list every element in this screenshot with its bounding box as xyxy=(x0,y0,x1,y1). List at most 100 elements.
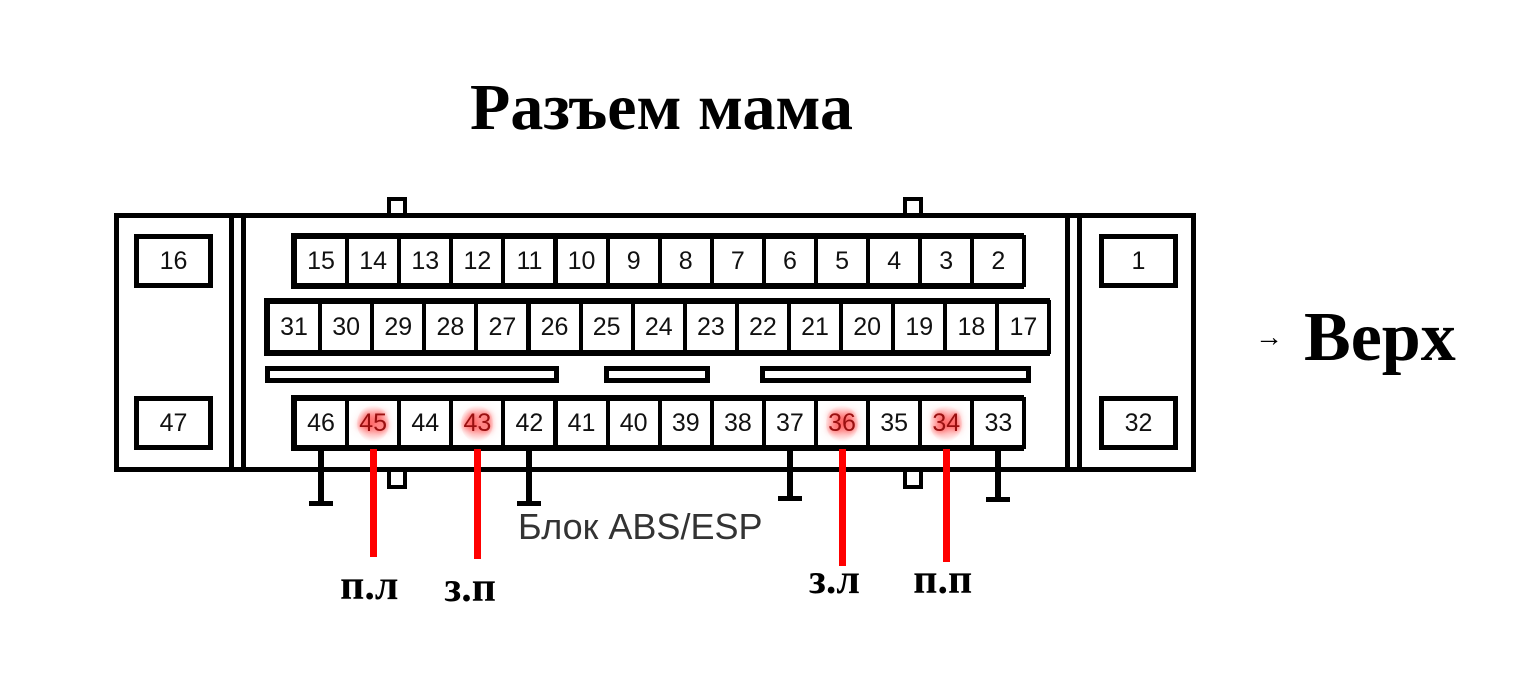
ground-wire xyxy=(995,449,1002,499)
pin-number: 35 xyxy=(880,408,909,437)
pin-number: 40 xyxy=(619,408,648,437)
signal-wire-43 xyxy=(474,449,482,559)
pin-9: 9 xyxy=(605,235,662,287)
pin-8: 8 xyxy=(657,235,714,287)
pin-number: 37 xyxy=(776,408,804,437)
pin-10: 10 xyxy=(553,235,610,287)
pin-47: 47 xyxy=(134,396,213,450)
pin-number: 10 xyxy=(567,246,596,275)
pin-number: 16 xyxy=(159,246,188,275)
pin-number: 24 xyxy=(644,312,673,341)
pin-27: 27 xyxy=(474,300,531,354)
ground-icon xyxy=(517,501,542,506)
pin-number: 43 xyxy=(461,404,494,442)
pin-13: 13 xyxy=(397,235,454,287)
pin-number: 41 xyxy=(567,408,596,437)
pin-number: 14 xyxy=(359,246,388,275)
pin-32: 32 xyxy=(1099,396,1178,450)
divider xyxy=(1065,213,1070,472)
ground-wire xyxy=(786,449,793,498)
signal-wire-36 xyxy=(839,449,847,566)
ground-icon xyxy=(777,496,802,501)
wire-label: з.л xyxy=(809,557,860,603)
pin-23: 23 xyxy=(682,300,739,354)
pin-number: 38 xyxy=(723,408,752,437)
pin-number: 9 xyxy=(626,246,641,275)
pin-number: 46 xyxy=(307,408,335,437)
pin-38: 38 xyxy=(709,397,766,449)
wire-label: п.п xyxy=(913,557,973,603)
pin-43: 43 xyxy=(449,397,506,449)
pin-number: 23 xyxy=(696,312,725,341)
pin-37: 37 xyxy=(761,397,818,449)
pin-number: 15 xyxy=(307,246,335,275)
wire-label: п.л xyxy=(340,563,399,609)
pin-number: 39 xyxy=(671,408,700,437)
pin-20: 20 xyxy=(839,300,896,354)
pin-6: 6 xyxy=(761,235,818,287)
pin-5: 5 xyxy=(814,235,871,287)
pin-31: 31 xyxy=(266,300,323,354)
pin-number: 13 xyxy=(411,246,440,275)
pin-number: 26 xyxy=(540,312,569,341)
pin-33: 33 xyxy=(970,397,1027,449)
pin-number: 2 xyxy=(991,246,1006,275)
pin-number: 19 xyxy=(905,312,934,341)
key-slot xyxy=(604,366,710,383)
pin-number: 28 xyxy=(436,312,465,341)
pin-12: 12 xyxy=(449,235,506,287)
pin-number: 36 xyxy=(826,404,858,442)
pin-number: 30 xyxy=(332,312,361,341)
pin-number: 17 xyxy=(1009,312,1038,341)
pin-46: 46 xyxy=(293,397,350,449)
pin-number: 8 xyxy=(678,246,693,275)
pin-18: 18 xyxy=(943,300,1000,354)
pin-number: 33 xyxy=(984,408,1013,437)
pin-number: 12 xyxy=(463,246,492,275)
key-slot xyxy=(760,366,1031,383)
pin-number: 18 xyxy=(957,312,986,341)
pin-40: 40 xyxy=(605,397,662,449)
pin-number: 1 xyxy=(1131,246,1146,275)
pin-number: 42 xyxy=(515,408,544,437)
pin-number: 45 xyxy=(357,404,390,442)
pin-number: 31 xyxy=(280,312,308,341)
pin-30: 30 xyxy=(318,300,375,354)
pin-number: 44 xyxy=(411,408,440,437)
pin-24: 24 xyxy=(630,300,687,354)
pin-number: 29 xyxy=(384,312,413,341)
pin-3: 3 xyxy=(918,235,975,287)
pin-number: 22 xyxy=(749,312,777,341)
pin-number: 32 xyxy=(1124,408,1153,437)
pin-number: 21 xyxy=(801,312,829,341)
unit-label: Блок ABS/ESP xyxy=(518,506,763,547)
pin-16: 16 xyxy=(134,234,213,288)
divider xyxy=(241,213,246,472)
ground-icon xyxy=(309,501,334,506)
pin-41: 41 xyxy=(553,397,610,449)
pin-22: 22 xyxy=(734,300,791,354)
pin-35: 35 xyxy=(866,397,923,449)
pin-17: 17 xyxy=(995,300,1052,354)
pin-39: 39 xyxy=(657,397,714,449)
pin-29: 29 xyxy=(370,300,427,354)
pin-number: 6 xyxy=(782,246,797,275)
pin-19: 19 xyxy=(891,300,948,354)
pin-1: 1 xyxy=(1099,234,1178,288)
ground-wire xyxy=(526,449,533,503)
key-slot xyxy=(265,366,559,383)
pin-25: 25 xyxy=(578,300,635,354)
pin-36: 36 xyxy=(814,397,871,449)
pin-11: 11 xyxy=(501,235,558,287)
pin-7: 7 xyxy=(709,235,766,287)
pin-14: 14 xyxy=(345,235,402,287)
ground-icon xyxy=(986,497,1011,502)
pin-number: 4 xyxy=(887,246,902,275)
pin-15: 15 xyxy=(293,235,350,287)
pin-number: 20 xyxy=(853,312,882,341)
pin-4: 4 xyxy=(866,235,923,287)
pin-34: 34 xyxy=(918,397,975,449)
pin-44: 44 xyxy=(397,397,454,449)
signal-wire-45 xyxy=(370,449,378,557)
